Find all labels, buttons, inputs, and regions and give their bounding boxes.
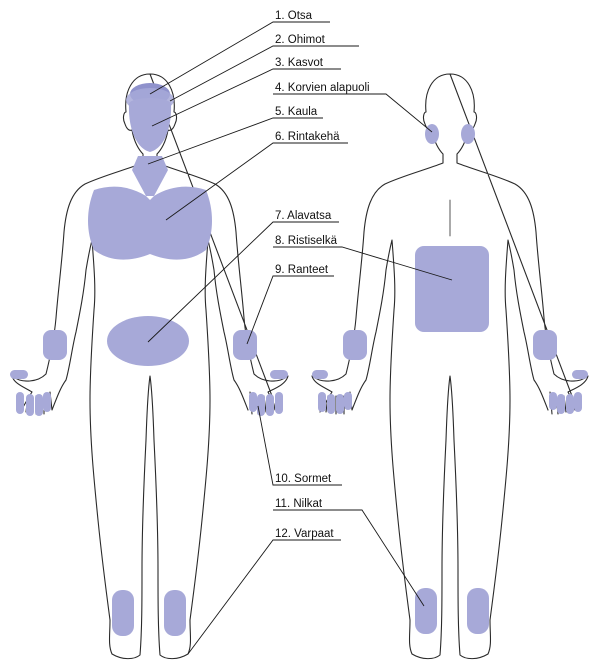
area-rintakeha bbox=[88, 187, 212, 260]
leader-varpaat bbox=[188, 540, 341, 654]
area-nilkka-back-right bbox=[467, 588, 489, 634]
label-sormet: 10. Sormet bbox=[275, 473, 332, 485]
area-nilkka-front-left bbox=[112, 590, 134, 636]
highlight-areas bbox=[10, 83, 588, 636]
back-figure bbox=[312, 74, 588, 659]
label-korvien-alapuoli: 4. Korvien alapuoli bbox=[275, 82, 370, 94]
area-alavatsa bbox=[107, 316, 189, 366]
area-ranne-front-right bbox=[233, 330, 257, 360]
area-nilkka-front-right bbox=[164, 590, 186, 636]
area-nilkka-back-left bbox=[415, 588, 437, 634]
area-ranne-back-right bbox=[533, 330, 557, 360]
label-ranteet: 9. Ranteet bbox=[275, 264, 329, 276]
label-alavatsa: 7. Alavatsa bbox=[275, 210, 332, 222]
area-ranne-front-left bbox=[43, 330, 67, 360]
label-kaula: 5. Kaula bbox=[275, 106, 318, 118]
label-nilkat: 11. Nilkat bbox=[275, 498, 323, 510]
label-ohimot: 2. Ohimot bbox=[275, 34, 326, 46]
area-sormet-front-left bbox=[10, 370, 51, 416]
label-otsa: 1. Otsa bbox=[275, 10, 313, 22]
label-texts: 1. Otsa 2. Ohimot 3. Kasvot 4. Korvien a… bbox=[275, 10, 370, 540]
label-rintakeha: 6. Rintakehä bbox=[275, 131, 340, 143]
back-body-outline bbox=[312, 74, 588, 659]
label-varpaat: 12. Varpaat bbox=[275, 528, 334, 540]
area-ranne-back-left bbox=[343, 330, 367, 360]
area-korvien-alapuoli-left bbox=[425, 124, 439, 144]
area-korvien-alapuoli-right bbox=[461, 124, 475, 144]
leader-ranteet bbox=[247, 276, 334, 344]
area-kasvot bbox=[129, 98, 171, 152]
leader-nilkat bbox=[273, 510, 424, 606]
label-kasvot: 3. Kasvot bbox=[275, 57, 324, 69]
label-ristiselka: 8. Ristiselkä bbox=[275, 235, 338, 247]
area-kaula bbox=[132, 156, 168, 196]
area-ristiselka bbox=[415, 246, 489, 332]
